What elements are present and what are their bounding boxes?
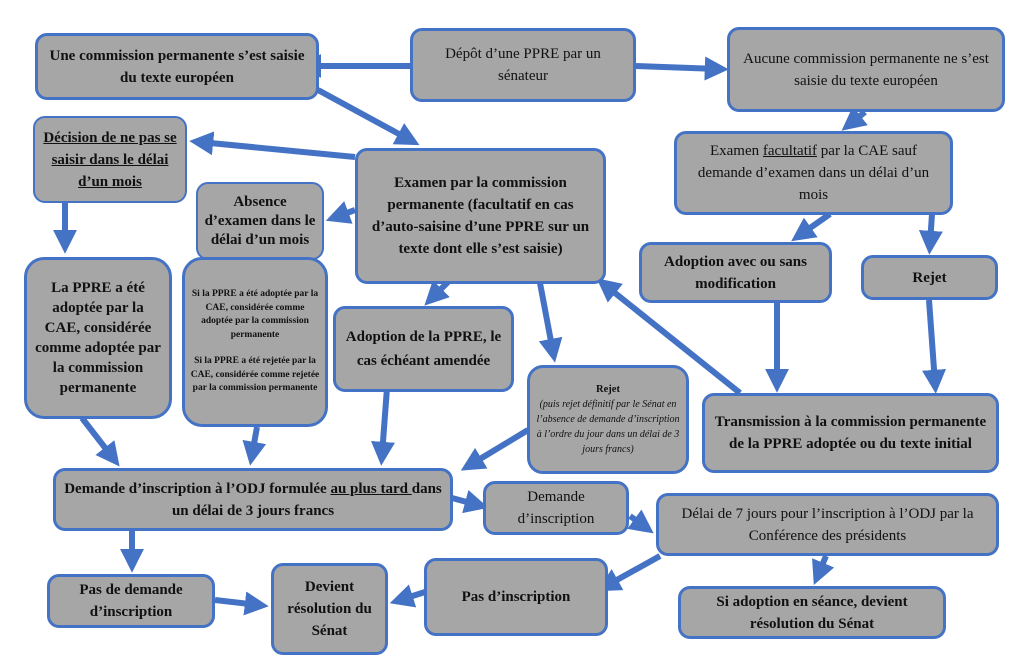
arrow-examen-cae-to-rejet [918, 213, 943, 255]
arrow-rejet-to-transmission [922, 299, 947, 394]
node-demande-odj-text: Demande d’inscription à l’ODJ formulée a… [62, 478, 444, 522]
arrow-examen-to-rejet [537, 282, 563, 363]
arrow-pas-inscription-to-devient [389, 584, 426, 608]
node-aucune-commission-text: Aucune commission permanente ne s’est sa… [743, 50, 989, 89]
node-examen-cae-text: Examen facultatif par la CAE sauf demand… [691, 140, 936, 206]
node-rejet-commission: Rejet (puis rejet définitif par le Sénat… [527, 365, 689, 474]
node-si-ppre: Si la PPRE a été adoptée par la CAE, con… [182, 257, 328, 427]
node-demande-odj-part2: dans un délai de 3 jours francs [171, 480, 442, 519]
node-demande-inscription-text: Demande d’inscription [517, 489, 595, 527]
node-devient-resolution: Devient résolution du Sénat [271, 563, 388, 655]
arrow-delai-to-si-adoption [812, 554, 835, 585]
node-absence-examen-text: Absence d’examen dans le délai d’un mois [204, 193, 316, 248]
arrow-adoption-ppre-to-demande-odj [371, 387, 395, 466]
node-demande-odj-part1: Demande d’inscription à l’ODJ formulée [64, 480, 331, 497]
node-pas-de-demande-text: Pas de demande d’inscription [79, 582, 183, 620]
arrow-examen-cae-to-adoption-modif [791, 211, 832, 242]
node-depot: Dépôt d’une PPRE par un sénateur [410, 28, 636, 102]
node-devient-resolution-text: Devient résolution du Sénat [287, 579, 372, 639]
arrow-examen-to-adoption-ppre [424, 279, 451, 306]
node-si-adoption-seance-text: Si adoption en séance, devient résolutio… [716, 593, 908, 632]
node-commission-saisie-text: Une commission permanente s’est saisie d… [49, 47, 305, 86]
arrow-rejet-to-demande-odj [460, 427, 530, 471]
node-examen-cae-part1: Examen [709, 143, 763, 159]
node-ppre-adoptee-cae-text: La PPRE a été adoptée par la CAE, consid… [35, 280, 161, 396]
node-depot-text: Dépôt d’une PPRE par un sénateur [445, 46, 601, 84]
arrow-pas-de-demande-to-devient [214, 591, 269, 616]
arrow-si-ppre-to-demande-odj [242, 426, 267, 466]
arrow-aucune-to-examen-cae [841, 106, 868, 131]
node-demande-odj: Demande d’inscription à l’ODJ formulée a… [53, 468, 453, 531]
node-pas-de-demande: Pas de demande d’inscription [47, 574, 215, 628]
arrow-depot-to-aucune-commission [635, 56, 729, 81]
node-adoption-ppre: Adoption de la PPRE, le cas échéant amen… [333, 306, 514, 392]
node-commission-saisie: Une commission permanente s’est saisie d… [35, 33, 319, 100]
node-examen-commission: Examen par la commission permanente (fac… [355, 148, 606, 284]
arrow-commission-saisie-to-examen [316, 87, 420, 146]
node-si-adoption-seance: Si adoption en séance, devient résolutio… [678, 586, 946, 639]
node-examen-cae-part2: par la CAE sauf demande d’examen dans un… [697, 143, 930, 203]
node-absence-examen: Absence d’examen dans le délai d’un mois [196, 182, 324, 260]
node-ppre-adoptee-cae: La PPRE a été adoptée par la CAE, consid… [24, 257, 172, 419]
arrow-examen-to-absence [325, 201, 357, 224]
node-rejet-cae-text: Rejet [912, 269, 947, 286]
arrow-delai-to-pas-inscription [596, 553, 662, 592]
node-adoption-ppre-text: Adoption de la PPRE, le cas échéant amen… [345, 329, 502, 369]
node-rejet-commission-detail: (puis rejet définitif par le Sénat en l’… [536, 399, 680, 455]
node-si-ppre-para1: Si la PPRE a été adoptée par la CAE, con… [191, 289, 319, 340]
node-pas-inscription-text: Pas d’inscription [461, 589, 571, 605]
arrow-examen-to-decision [189, 131, 356, 160]
node-decision-ne-pas-saisir: Décision de ne pas se saisir dans le dél… [33, 116, 187, 203]
node-decision-text: Décision de ne pas se saisir dans le dél… [43, 129, 177, 190]
node-delai-7-jours-text: Délai de 7 jours pour l’inscription à l’… [681, 505, 974, 544]
node-rejet-commission-title: Rejet [596, 384, 620, 395]
node-rejet-cae: Rejet [861, 255, 998, 300]
arrow-ppre-adoptee-to-demande-odj [79, 416, 120, 467]
node-transmission: Transmission à la commission permanente … [702, 393, 999, 473]
node-aucune-commission: Aucune commission permanente ne s’est sa… [727, 27, 1005, 112]
node-adoption-modif: Adoption avec ou sans modification [639, 242, 832, 303]
node-examen-cae: Examen facultatif par la CAE sauf demand… [674, 131, 953, 215]
node-demande-odj-underlined: au plus tard [330, 480, 412, 497]
arrow-transmission-to-examen [596, 278, 742, 396]
node-si-ppre-para2: Si la PPRE a été rejetée par la CAE, con… [190, 356, 320, 394]
node-examen-cae-underlined: facultatif [762, 143, 818, 159]
node-adoption-modif-text: Adoption avec ou sans modification [664, 253, 807, 292]
arrow-demande-odj-to-demande-inscription [451, 489, 489, 514]
node-transmission-text: Transmission à la commission permanente … [714, 414, 987, 452]
node-demande-inscription: Demande d’inscription [483, 481, 629, 535]
node-pas-inscription: Pas d’inscription [424, 558, 608, 636]
node-examen-commission-text: Examen par la commission permanente (fac… [371, 175, 590, 257]
arrow-demande-inscription-to-delai [627, 509, 654, 534]
node-delai-7-jours: Délai de 7 jours pour l’inscription à l’… [656, 493, 999, 556]
